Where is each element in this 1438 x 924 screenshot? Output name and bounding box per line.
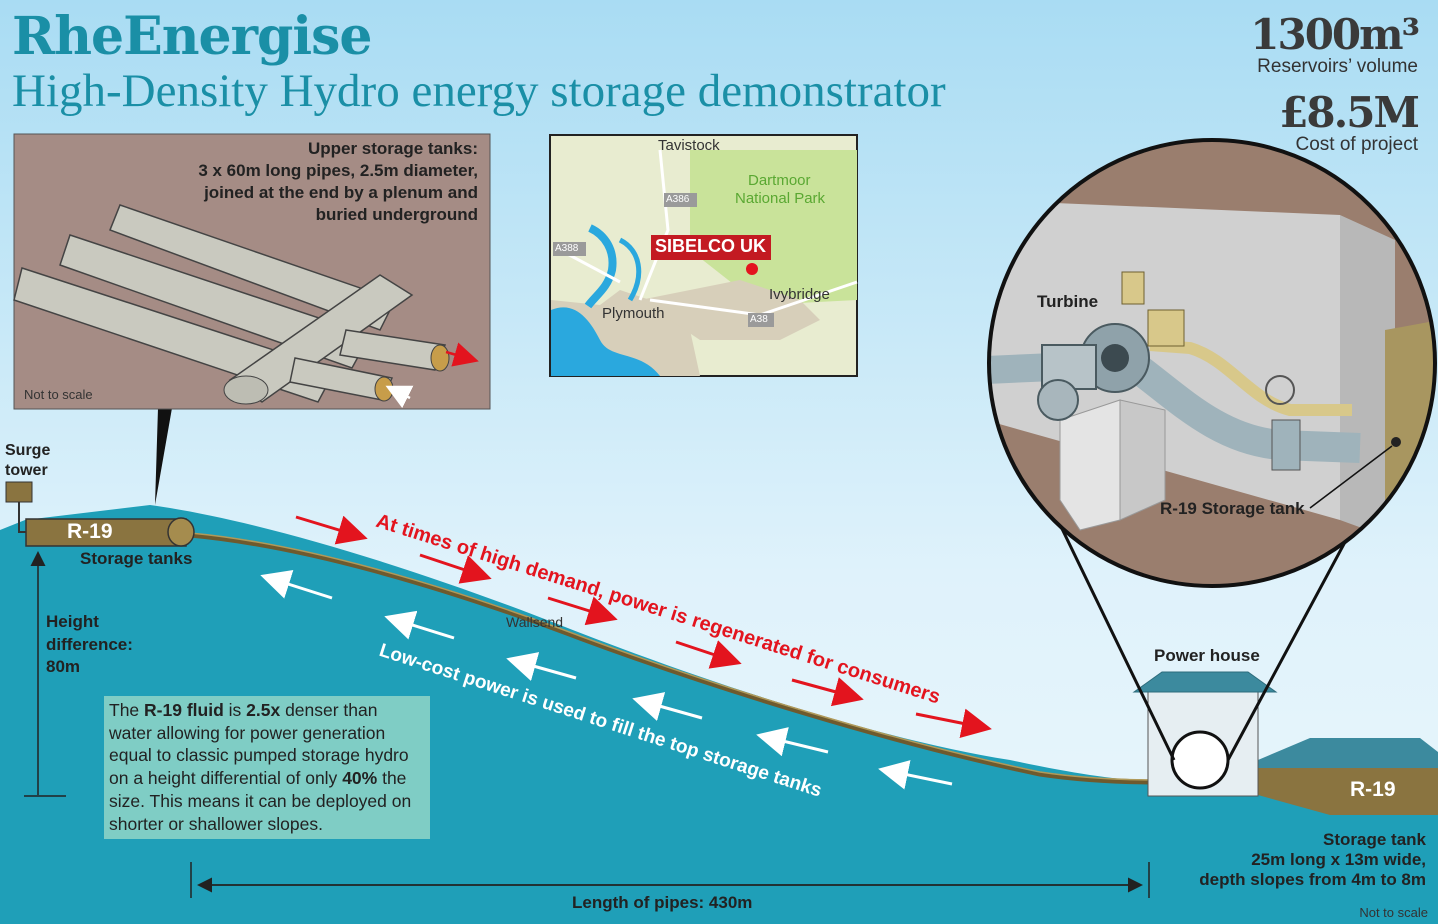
callout-bold: 40% [342,768,378,789]
stat-volume: 1300m³ Reservoirs’ volume [1250,10,1420,78]
surge-tower [5,481,33,503]
surge-tower-line: Surge [5,442,51,459]
map-label-tavistock: Tavistock [658,137,720,154]
power-house [1132,671,1278,797]
stat-cost: £8.5M Cost of project [1279,88,1420,156]
callout-text: denser than water allowing for power gen… [109,700,409,789]
map-label-ivybridge: Ivybridge [769,286,830,303]
inset-tank-label: R-19 Storage tank [1160,499,1305,518]
r19-fluid-callout: The R-19 fluid is 2.5x denser than water… [104,696,430,839]
upper-tanks-line: buried underground [315,205,478,224]
surge-tower-line: tower [5,462,48,479]
upper-panel-scale-note: Not to scale [24,387,93,402]
diagram-scale-note: Not to scale [1359,905,1428,920]
lower-tank-line: Storage tank [1323,830,1426,849]
upper-tanks-line: 3 x 60m long pipes, 2.5m diameter, [198,161,478,180]
map-road-a386: A386 [666,194,690,205]
callout-text: The [109,700,145,720]
stat-cost-label: Cost of project [1295,134,1419,155]
height-label-line: Height [46,612,99,631]
upper-tanks-line: joined at the end by a plenum and [204,183,478,202]
page-subtitle: High-Density Hydro energy storage demons… [12,65,946,117]
map-road-a388: A388 [555,243,579,254]
turbine-label: Turbine [1037,292,1099,311]
lower-tank-line: depth slopes from 4m to 8m [1199,870,1426,889]
power-house-label: Power house [1154,646,1260,665]
stat-volume-value: 1300m³ [1250,10,1420,59]
upper-tanks-description: Upper storage tanks: 3 x 60m long pipes,… [198,138,478,226]
stat-cost-value: £8.5M [1279,88,1420,137]
lower-reservoir-ground [1258,768,1438,815]
map-road-a38: A38 [750,314,768,325]
generation-arrows [295,515,992,739]
height-label-line: 80m [46,657,81,676]
lower-tank-line: 25m long x 13m wide, [1251,850,1426,869]
wallsend-label: Wallsend [506,614,564,630]
height-label: Height difference: 80m [46,611,133,679]
upper-storage-tank [25,518,187,547]
callout-bold: R-19 fluid [144,700,224,720]
lower-tank-code: R-19 [1350,778,1396,801]
callout-text: is [223,700,247,720]
pumping-arrows [260,569,953,790]
upper-tanks-title: Upper storage tanks: [307,139,478,158]
upper-tanks-text-box: Upper storage tanks: 3 x 60m long pipes,… [14,134,490,409]
upper-tank-code: R-19 [67,520,113,543]
turbine-inset [987,138,1437,588]
stat-volume-label: Reservoirs’ volume [1257,56,1418,77]
upper-tank-label: Storage tanks [80,549,193,568]
pipe-length-label: Length of pipes: 430m [572,893,753,912]
map-label-plymouth: Plymouth [602,305,665,322]
callout-text: the size. This means it can be deployed … [109,768,412,834]
lower-tank-description: Storage tank 25m long x 13m wide, depth … [1199,830,1426,890]
callout-bold: 2.5x [246,700,281,720]
upper-tanks-panel [13,133,491,410]
lower-reservoir-roof [1258,738,1438,768]
location-map [549,134,858,377]
surge-tower-label: Surge tower [5,441,50,481]
panel-pointer [155,408,172,505]
map-label-national-park: National Park [735,190,826,207]
main-pipe [189,532,1161,785]
height-label-line: difference: [46,634,133,654]
map-site-label: SIBELCO UK [655,236,767,256]
brand-logo: RhеEnergise [12,6,372,67]
map-label-dartmoor: Dartmoor [748,172,811,189]
